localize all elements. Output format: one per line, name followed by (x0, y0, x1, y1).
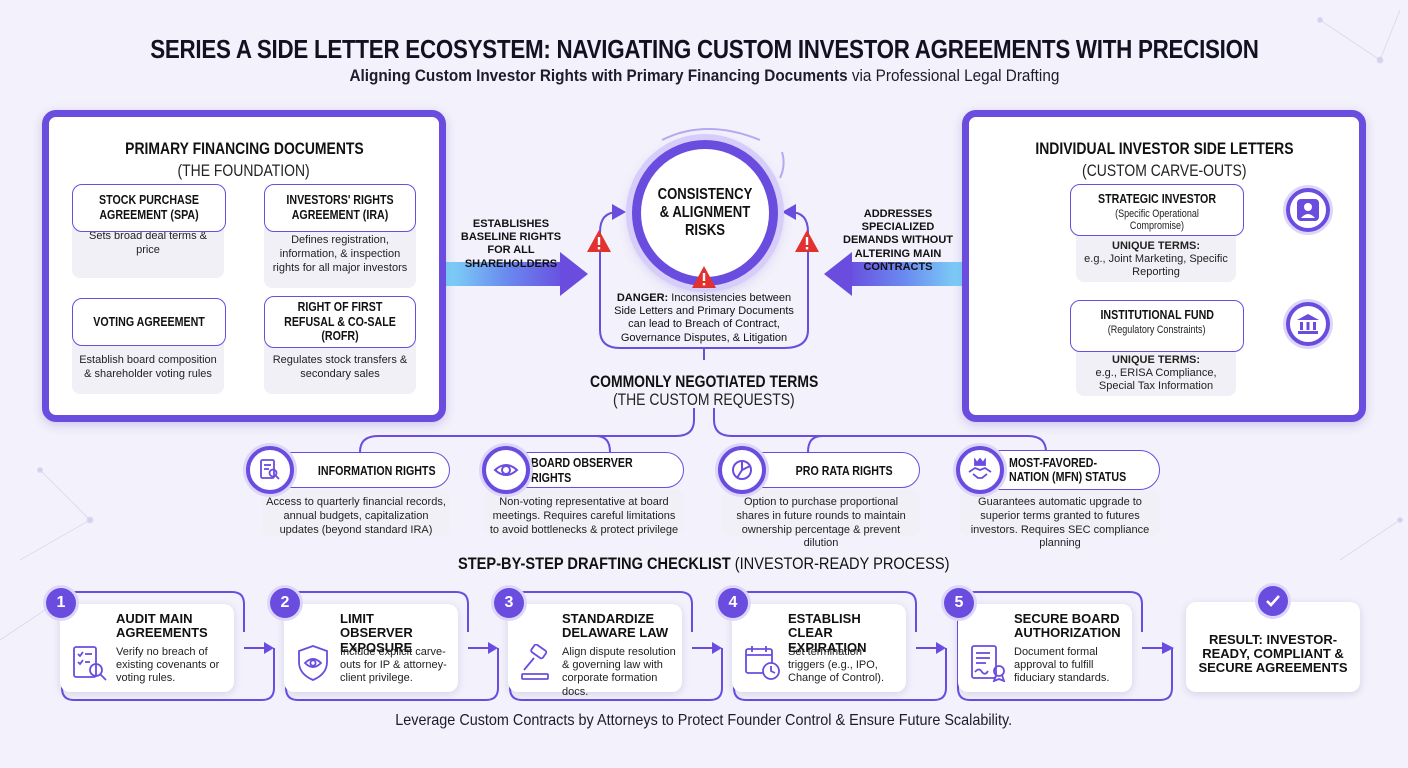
side-letters-subtitle: (CUSTOM CARVE-OUTS) (1081, 161, 1247, 180)
step-text-1: Verify no breach of existing covenants o… (116, 646, 220, 685)
pie-chart-icon (718, 446, 766, 494)
information-rights-note: Access to quarterly financial records, a… (262, 490, 450, 536)
page-subtitle: Aligning Custom Investor Rights with Pri… (349, 66, 1059, 85)
step-card-2 (284, 604, 458, 692)
warning-icon (587, 230, 611, 252)
step-number-5: 5 (944, 588, 974, 618)
step-number-2: 2 (270, 588, 300, 618)
rofr-box: RIGHT OF FIRST REFUSAL & CO-SALE (ROFR) (264, 296, 416, 348)
side-letters-title: INDIVIDUAL INVESTOR SIDE LETTERS (1034, 139, 1294, 158)
step-number-1: 1 (46, 588, 76, 618)
person-icon (1286, 188, 1330, 232)
step-title-2: LIMIT OBSERVER EXPOSURE (340, 611, 413, 655)
checklist-search-icon (73, 646, 107, 681)
strategic-investor-box: STRATEGIC INVESTOR (Specific Operational… (1070, 184, 1244, 236)
terms-subtitle: (THE CUSTOM REQUESTS) (613, 390, 795, 409)
left-arrow-label: ESTABLISHES BASELINE RIGHTS FOR ALL SHAR… (460, 218, 562, 270)
shield-eye-icon (298, 645, 328, 681)
warning-icon (692, 266, 716, 288)
gavel-icon (521, 644, 549, 680)
bank-icon (1286, 302, 1330, 346)
board-observer-note: Non-voting representative at board meeti… (484, 490, 684, 536)
step-title-4: ESTABLISH CLEAR EXPIRATION (788, 611, 867, 655)
step-card-3 (508, 604, 682, 692)
step-text-5: Document formal approval to fulfill fidu… (1014, 646, 1110, 685)
signed-document-icon (971, 645, 1006, 682)
footer-text: Leverage Custom Contracts by Attorneys t… (395, 712, 1013, 729)
danger-text: DANGER: Inconsistencies between Side Let… (614, 292, 794, 344)
spa-box: STOCK PURCHASE AGREEMENT (SPA) (72, 184, 226, 232)
step-title-1: AUDIT MAIN AGREEMENTS (116, 611, 208, 641)
warning-icon (795, 230, 819, 252)
step-text-3: Align dispute resolution & governing law… (562, 646, 676, 698)
mfn-note: Guarantees automatic upgrade to superior… (960, 490, 1160, 549)
check-icon (1258, 586, 1288, 616)
step-title-3: STANDARDIZE DELAWARE LAW (562, 611, 669, 641)
step-text-2: Include explicit carve-outs for IP & att… (340, 646, 447, 685)
institutional-fund-box: INSTITUTIONAL FUND (Regulatory Constrain… (1070, 300, 1244, 352)
voting-box: VOTING AGREEMENT (72, 298, 226, 346)
step-text-4: Set termination triggers (e.g., IPO, Cha… (788, 646, 884, 685)
step-number-4: 4 (718, 588, 748, 618)
document-search-icon (246, 446, 294, 494)
eye-icon (482, 446, 530, 494)
ira-note: Defines registration, information, & ins… (264, 222, 416, 288)
step-card-4 (732, 604, 906, 692)
ira-box: INVESTORS' RIGHTS AGREEMENT (IRA) (264, 184, 416, 232)
checklist-title: STEP-BY-STEP DRAFTING CHECKLIST (INVESTO… (458, 554, 950, 573)
calendar-clock-icon (745, 646, 780, 680)
result-text: RESULT: INVESTOR-READY, COMPLIANT & SECU… (1198, 631, 1348, 676)
result-card: RESULT: INVESTOR-READY, COMPLIANT & SECU… (1186, 602, 1360, 692)
handshake-crown-icon (956, 446, 1004, 494)
primary-panel-subtitle: (THE FOUNDATION) (177, 161, 311, 180)
step-title-5: SECURE BOARD AUTHORIZATION (1014, 611, 1121, 641)
primary-panel-title: PRIMARY FINANCING DOCUMENTS (124, 139, 364, 158)
pro-rata-note: Option to purchase proportional shares i… (722, 490, 920, 549)
step-number-3: 3 (494, 588, 524, 618)
right-arrow-label: ADDRESSES SPECIALIZED DEMANDS WITHOUT AL… (843, 208, 953, 273)
page-title: SERIES A SIDE LETTER ECOSYSTEM: NAVIGATI… (149, 34, 1259, 64)
terms-title: COMMONLY NEGOTIATED TERMS (589, 372, 819, 391)
